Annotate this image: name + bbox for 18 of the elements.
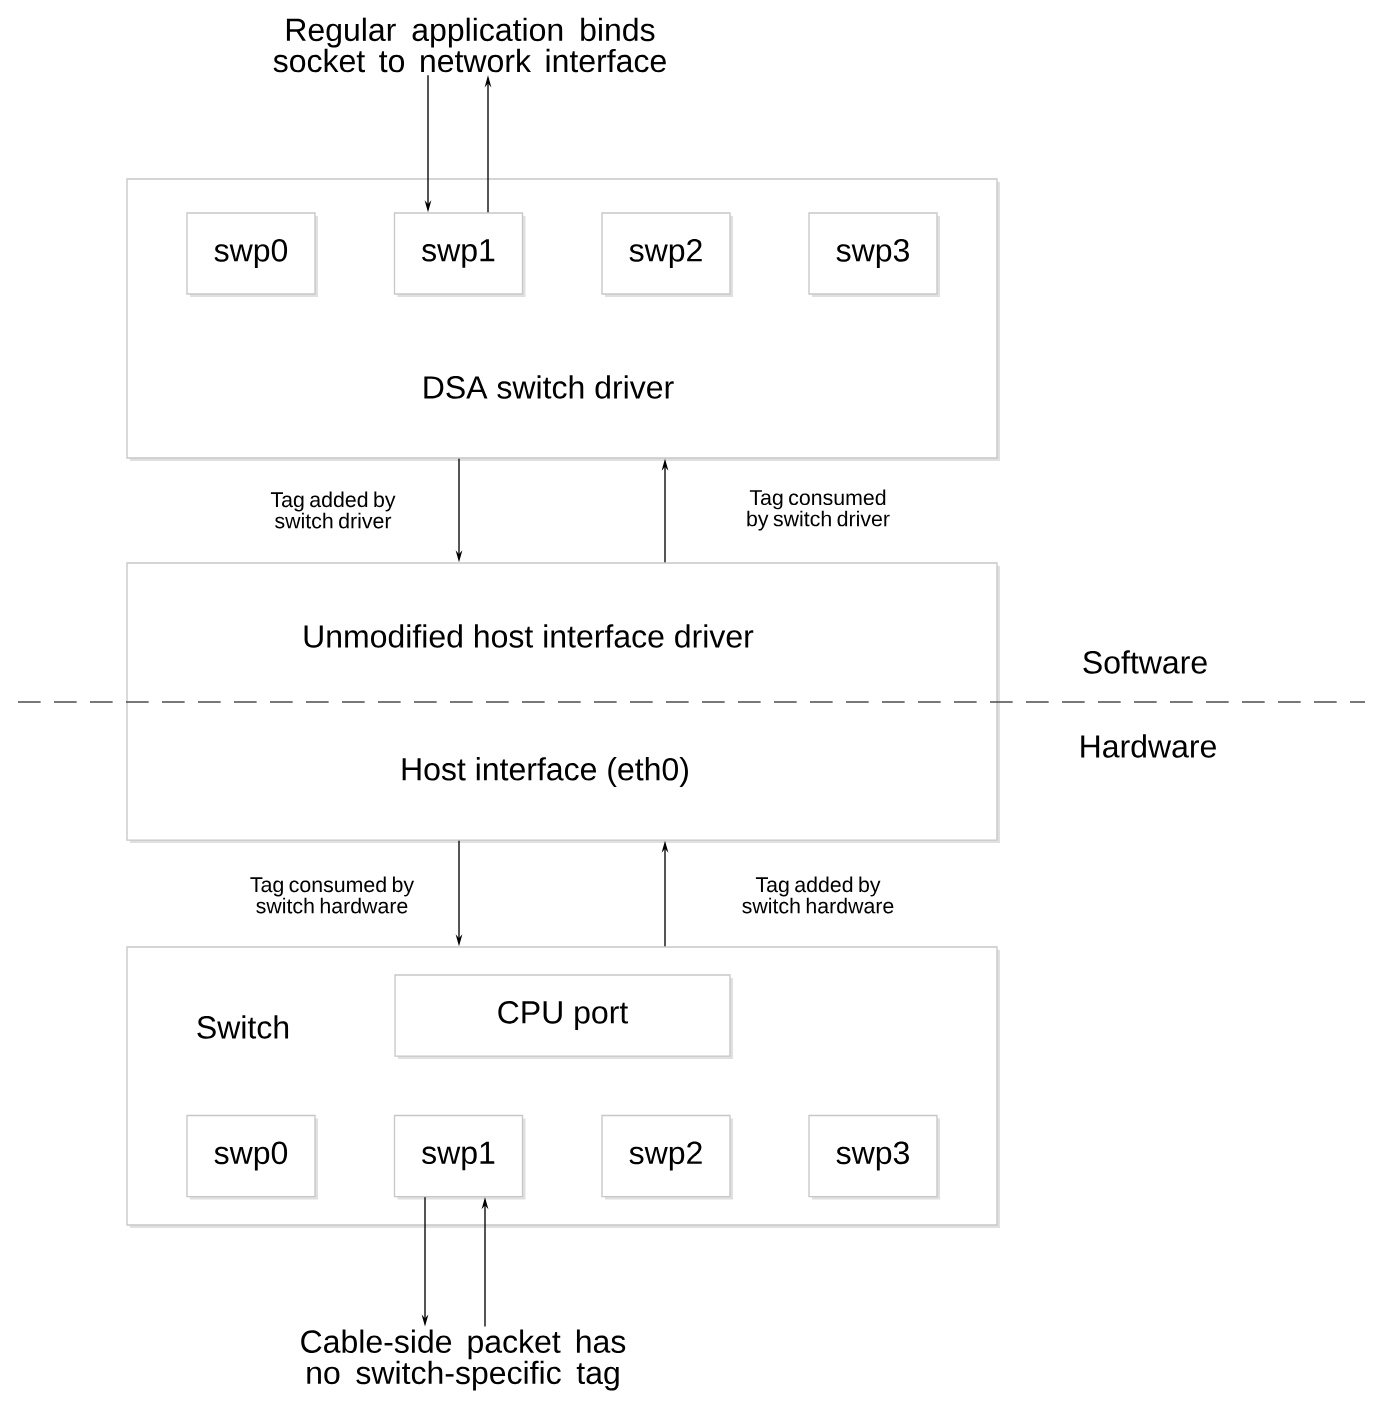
layer-label: Hardware bbox=[1081, 734, 1216, 758]
edge-label: Tag consumed by switch driver bbox=[747, 489, 890, 531]
interface-box: Unmodified host interface driver Host interface (eth0) bbox=[126, 562, 1000, 843]
port-box: swp2 bbox=[601, 1114, 733, 1200]
caption-text: Cable-side packet has no switch-specific tag bbox=[301, 1329, 626, 1391]
port-box: swp2 bbox=[601, 212, 733, 297]
port-box: swp0 bbox=[186, 1114, 318, 1200]
port-box: swp0 bbox=[186, 212, 318, 297]
port-box: swp1 bbox=[393, 212, 526, 297]
port-box: swp1 bbox=[393, 1114, 526, 1200]
edge-label: Tag added by switch hardware bbox=[742, 876, 894, 914]
caption-text: Regular application binds socket to network interface bbox=[273, 17, 666, 73]
edge-label: Tag added by switch driver bbox=[270, 491, 396, 529]
cpu-port-box: CPU port bbox=[394, 974, 733, 1059]
port-box: swp3 bbox=[808, 212, 940, 297]
layer-label: Software bbox=[1083, 650, 1207, 674]
edge-label: Tag consumed by switch hardware bbox=[250, 876, 415, 914]
port-box: swp3 bbox=[808, 1114, 940, 1200]
